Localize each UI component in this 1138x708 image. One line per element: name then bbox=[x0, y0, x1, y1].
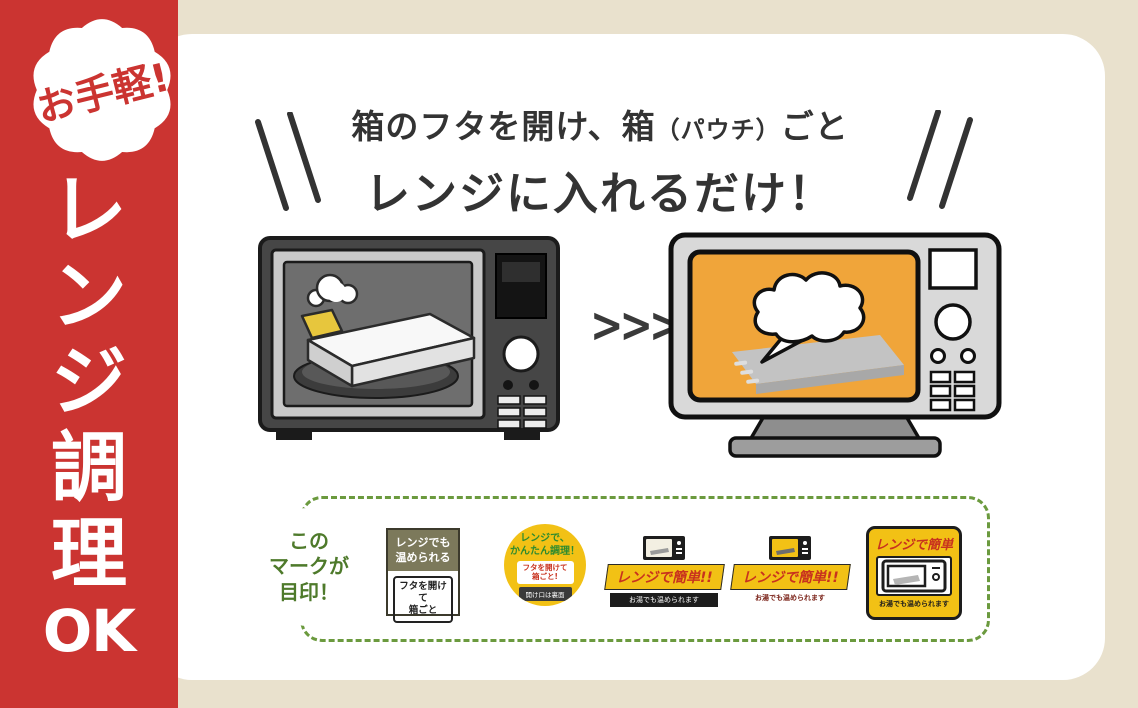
badge2-instruction-line1: フタを開けて bbox=[522, 563, 568, 572]
microwave-before-illustration bbox=[258, 236, 560, 452]
vertical-title-char: OK bbox=[42, 597, 136, 665]
mark-badge-1: レンジでも 温められる フタを開けて 箱ごと bbox=[386, 528, 460, 623]
emphasis-marks-left bbox=[255, 112, 321, 211]
badge5-footnote: お湯でも温められます bbox=[879, 600, 949, 608]
badge2-instruction: フタを開けて 箱ごと! bbox=[516, 561, 574, 584]
badge1-instruction: フタを開けて 箱ごと bbox=[393, 575, 453, 623]
mark-badge-5: レンジで簡単 お湯でも温められます bbox=[866, 526, 962, 620]
badge3-microwave-icon bbox=[642, 534, 686, 562]
vertical-title: レ ン ジ 調 理 OK bbox=[0, 165, 178, 665]
splash-badge: お手軽! bbox=[12, 4, 192, 176]
badge2-title-line2: かんたん調理！ bbox=[510, 545, 580, 557]
side-banner: お手軽! レ ン ジ 調 理 OK bbox=[0, 0, 178, 708]
callout-line2: マークが bbox=[269, 554, 349, 579]
badge1-title-line1: レンジでも bbox=[395, 536, 451, 549]
badge5-microwave-icon bbox=[876, 556, 952, 596]
badge1-instruction-line2: 箱ごと bbox=[408, 605, 438, 617]
badge3-banner: レンジで簡単!! bbox=[603, 564, 725, 590]
emphasis-marks-right bbox=[907, 110, 973, 209]
badge2-title-line1: レンジで、 bbox=[520, 533, 570, 544]
badge2-title: レンジで、 かんたん調理！ bbox=[510, 533, 580, 558]
headline-line1: 箱のフタを開け、箱（パウチ）ごと bbox=[320, 100, 880, 148]
badge5-title: レンジで簡単 bbox=[874, 538, 953, 553]
badge1-instruction-line1: フタを開けて bbox=[399, 580, 447, 605]
vertical-title-char: ジ bbox=[51, 337, 127, 426]
headline-line1-text: 箱のフタを開け、箱 bbox=[351, 107, 656, 146]
badge3-title: レンジで簡単!! bbox=[615, 570, 713, 586]
vertical-title-char: 調 bbox=[51, 423, 127, 512]
callout-line1: この bbox=[289, 528, 329, 553]
headline-line1-tail: ごと bbox=[780, 107, 849, 146]
headline-line1-parens: （パウチ） bbox=[655, 116, 781, 144]
vertical-title-char: ン bbox=[51, 251, 127, 340]
badge4-banner: レンジで簡単!! bbox=[729, 564, 851, 590]
headline-line2: レンジに入れるだけ！ bbox=[364, 167, 835, 220]
badge1-title-line2: 温められる bbox=[395, 550, 451, 564]
badge1-title: レンジでも 温められる bbox=[388, 530, 458, 571]
callout-line3: 目印！ bbox=[279, 579, 339, 604]
splash-shape bbox=[33, 19, 171, 161]
microwave-before-icon bbox=[258, 236, 560, 440]
microwave-after-icon bbox=[668, 232, 1002, 458]
badge4-footnote: お湯でも温められます bbox=[755, 594, 825, 602]
badge2-footnote: 開け口は裏面 bbox=[518, 586, 572, 601]
arrow-chevrons: >>> bbox=[590, 298, 683, 354]
vertical-title-char: 理 bbox=[51, 509, 127, 598]
badge2-instruction-line2: 箱ごと! bbox=[532, 572, 558, 582]
badge4-microwave-icon bbox=[768, 534, 812, 562]
badge3-footnote: お湯でも温められます bbox=[610, 593, 718, 607]
microwave-after-illustration bbox=[668, 232, 1002, 464]
mark-badge-2: レンジで、 かんたん調理！ フタを開けて 箱ごと! 開け口は裏面 bbox=[504, 524, 586, 606]
badge4-title: レンジで簡単!! bbox=[741, 570, 839, 586]
mark-badge-3: レンジで簡単!! お湯でも温められます bbox=[603, 534, 725, 607]
headline: 箱のフタを開け、箱（パウチ）ごと レンジに入れるだけ！ bbox=[320, 100, 880, 222]
mark-badge-4: レンジで簡単!! お湯でも温められます bbox=[729, 534, 851, 606]
vertical-title-char: レ bbox=[51, 165, 127, 254]
marks-callout: この マークが 目印！ bbox=[250, 508, 368, 626]
